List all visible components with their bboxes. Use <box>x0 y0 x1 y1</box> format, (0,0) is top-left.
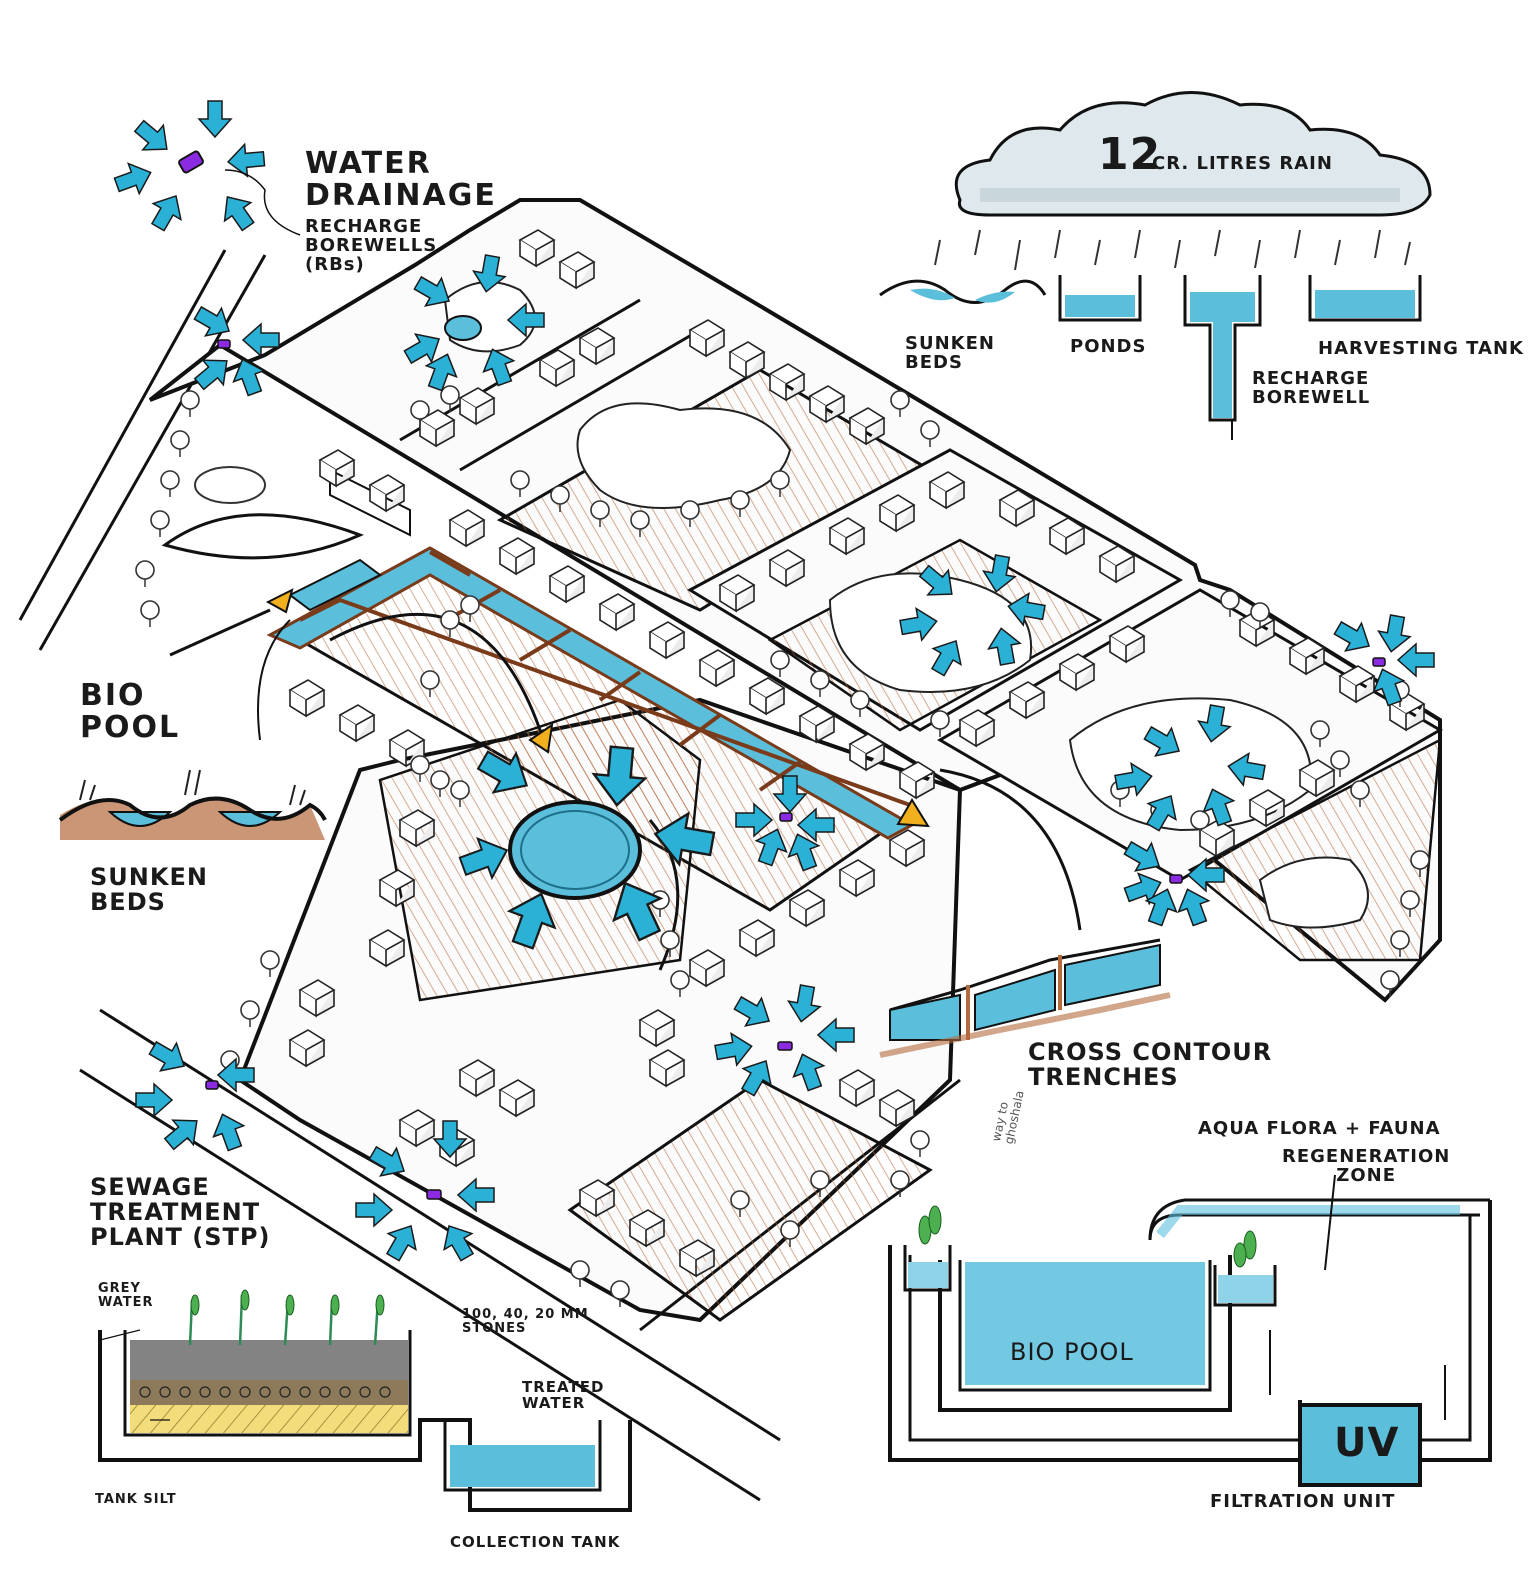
label-bio-pool: BIO POOL <box>80 678 181 745</box>
rain-section <box>879 91 1432 440</box>
dome-structure <box>161 513 364 560</box>
biopool-filtration-unit: FILTRATION UNIT <box>1210 1491 1396 1512</box>
rain-type-sunken-beds: SUNKEN BEDS <box>905 333 995 373</box>
biopool-uv: UV <box>1334 1420 1400 1466</box>
rain-type-recharge-borewell: RECHARGE BOREWELL <box>1252 368 1371 408</box>
stp-treated-water: TREATED WATER <box>522 1378 605 1412</box>
stp-stones: 100, 40, 20 MM STONES <box>462 1307 589 1336</box>
biopool-label: BIO POOL <box>1010 1338 1134 1366</box>
biopool-aqua-flora: AQUA FLORA + FAUNA <box>1198 1118 1441 1139</box>
label-sunken-beds: SUNKEN BEDS <box>90 863 208 917</box>
bio-pool-water <box>965 1262 1205 1385</box>
sunken-beds-illustration <box>58 769 327 840</box>
stp-detail <box>98 1289 632 1512</box>
top-pond <box>444 315 482 341</box>
label-stp: SEWAGE TREATMENT PLANT (STP) <box>90 1173 271 1252</box>
road-left-edge-inner <box>18 249 227 621</box>
road-left-edge <box>38 254 267 651</box>
bio-pool-channels <box>266 546 916 840</box>
rain-type-harvesting-tank: HARVESTING TANK <box>1318 338 1524 359</box>
rain-amount: 12 <box>1098 129 1162 180</box>
rain-unit: CR. LITRES RAIN <box>1152 153 1333 174</box>
rain-cloud <box>954 91 1432 217</box>
uv-unit <box>1298 1403 1422 1487</box>
cross-contour-trenches <box>879 938 1171 1058</box>
stp-collection-tank: COLLECTION TANK <box>450 1533 621 1551</box>
stp-tank-silt: TANK SILT <box>95 1492 177 1507</box>
biopool-filtration-detail <box>888 1174 1492 1487</box>
biopool-regeneration-zone: REGENERATION ZONE <box>1282 1146 1451 1186</box>
stp-grey-water: GREY WATER <box>98 1281 154 1310</box>
label-cross-contour-trenches: CROSS CONTOUR TRENCHES <box>1028 1038 1273 1092</box>
site-plan <box>18 100 1443 1502</box>
central-pond <box>508 800 642 900</box>
pointer-marker <box>265 588 294 614</box>
rain-type-ponds: PONDS <box>1070 336 1147 357</box>
label-water-drainage: WATER DRAINAGE <box>305 146 497 213</box>
recharge-borewells <box>178 150 1386 1200</box>
label-recharge-borewells: RECHARGE BOREWELLS (RBs) <box>305 216 438 275</box>
